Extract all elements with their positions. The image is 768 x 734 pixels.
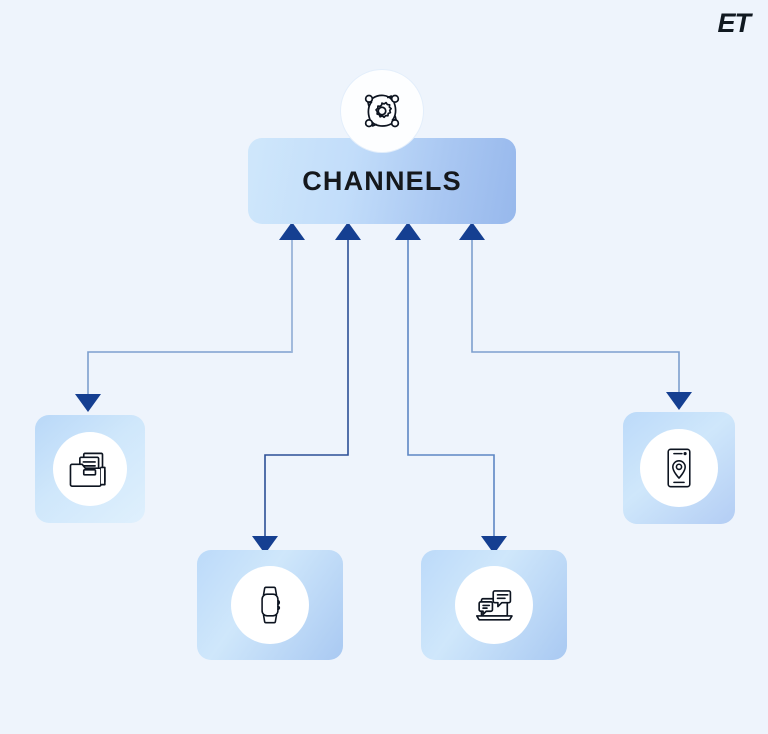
- arrowhead-down-mobile-location: [666, 392, 692, 410]
- leaf-node-mobile-location[interactable]: [623, 412, 735, 524]
- arrowhead-up-wearable: [335, 222, 361, 240]
- hub-label: CHANNELS: [302, 165, 462, 196]
- arrowhead-down-records: [75, 394, 101, 412]
- leaf-icon-disc-records: [53, 432, 127, 506]
- arrowhead-up-live-chat: [395, 222, 421, 240]
- leaf-icon-disc-wearable: [231, 566, 309, 644]
- leaf-icon-disc-live-chat: [455, 566, 533, 644]
- leaf-node-records[interactable]: [35, 415, 145, 523]
- laptop-chat-bubbles-icon: [475, 590, 513, 621]
- hub-node-channels[interactable]: CHANNELS: [248, 138, 516, 224]
- brand-logo: ET: [717, 8, 751, 38]
- connector-records: [75, 222, 305, 412]
- connector-mobile-location: [459, 222, 692, 410]
- automation-gear-network-icon: [364, 94, 400, 128]
- mobile-location-pin-icon: [667, 448, 691, 488]
- connector-wearable: [252, 222, 361, 554]
- connector-live-chat: [395, 222, 507, 554]
- file-folder-documents-icon: [69, 452, 106, 488]
- arrowhead-up-records: [279, 222, 305, 240]
- hub-icon-badge: [341, 70, 423, 152]
- leaf-node-live-chat[interactable]: [421, 550, 567, 660]
- leaf-node-wearable[interactable]: [197, 550, 343, 660]
- smartwatch-icon: [261, 586, 281, 624]
- arrowhead-up-mobile-location: [459, 222, 485, 240]
- leaf-icon-disc-mobile-location: [640, 429, 718, 507]
